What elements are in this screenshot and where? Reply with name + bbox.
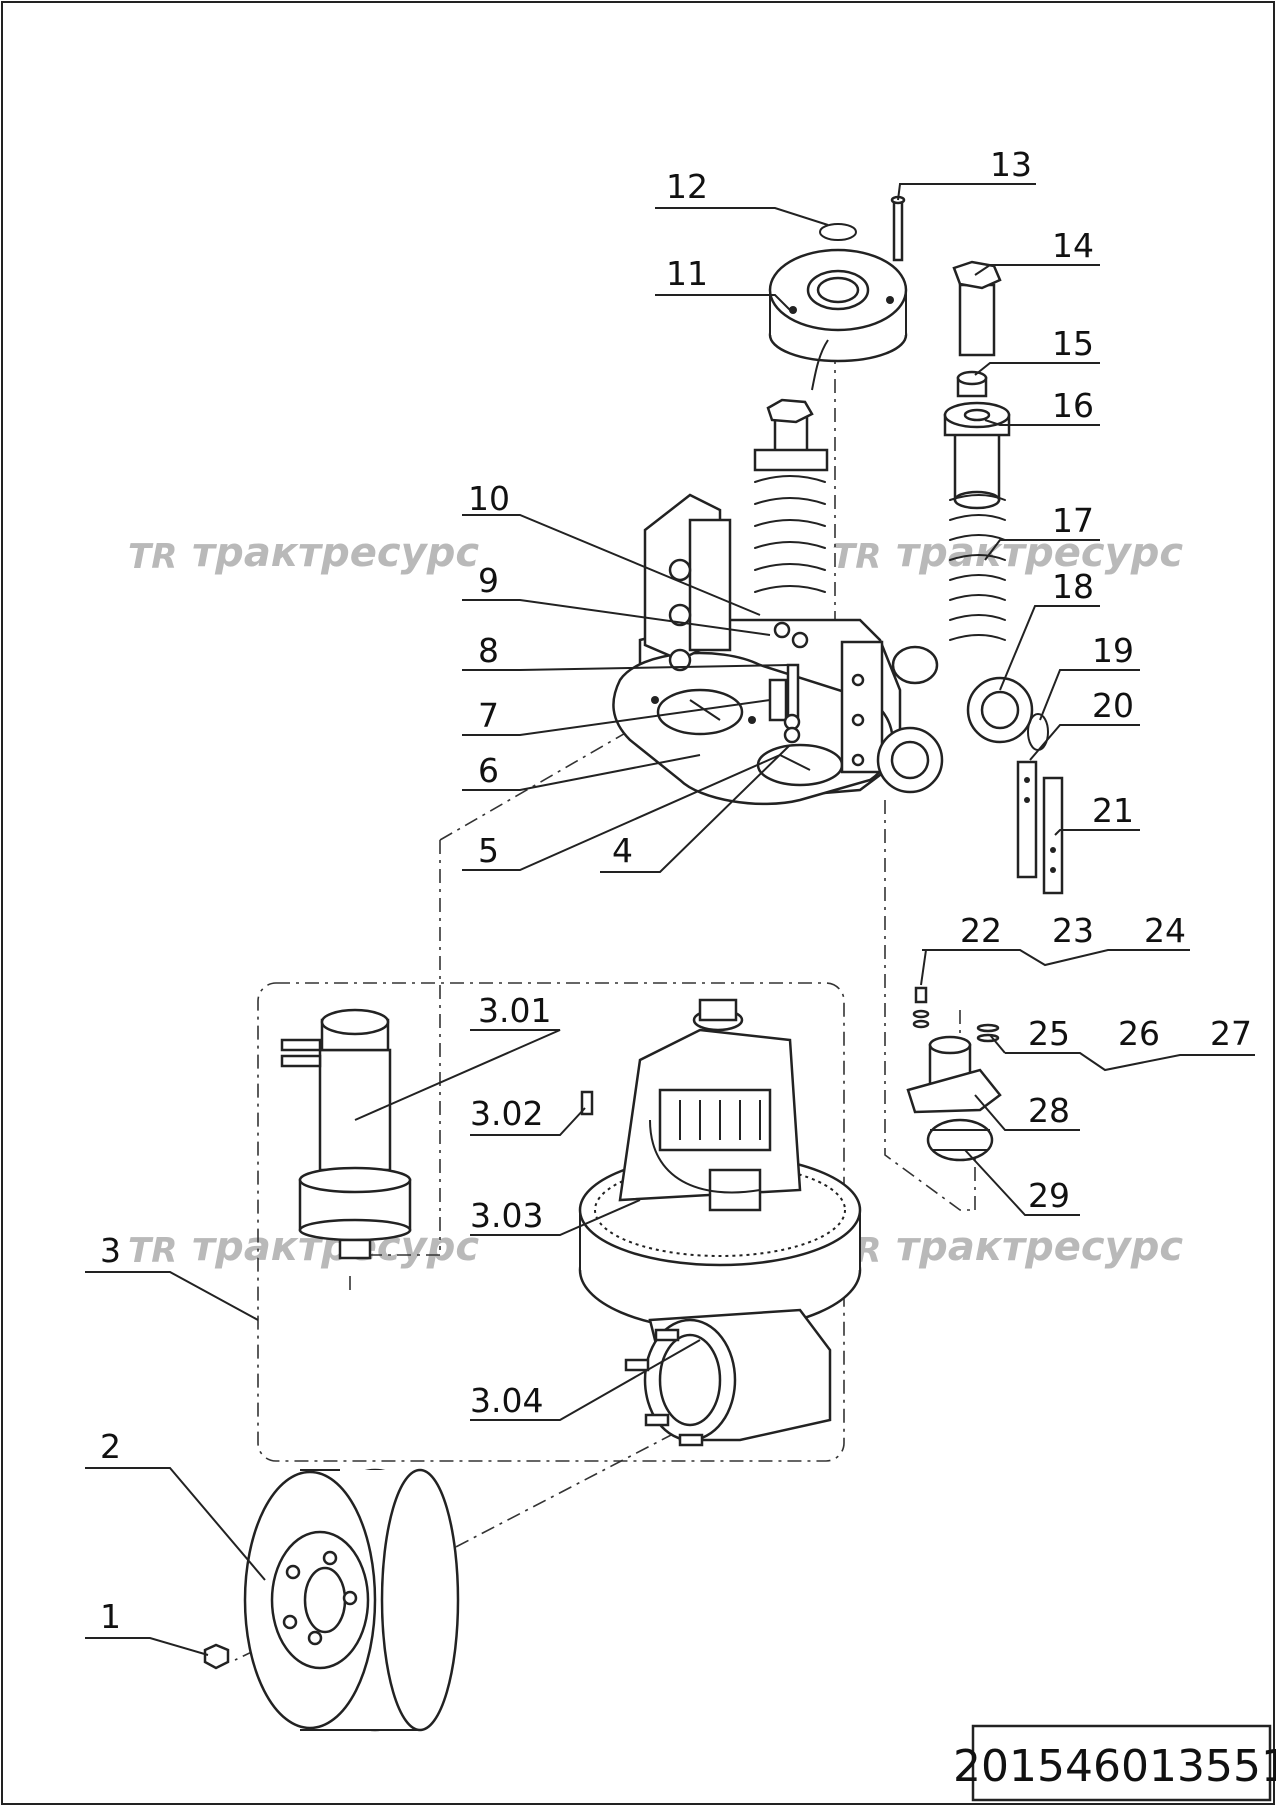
callout-3-01: 3.01: [478, 991, 551, 1030]
callout-29: 29: [1028, 1176, 1070, 1215]
callout-20: 20: [1092, 686, 1134, 725]
callout-3-04: 3.04: [470, 1381, 543, 1420]
watermark-text: трактресурс: [896, 1224, 1183, 1270]
callout-19: 19: [1092, 631, 1134, 670]
callout-26: 26: [1118, 1014, 1160, 1053]
part-15-bushing: [956, 370, 988, 398]
part-17-coil-spring: [949, 494, 1006, 641]
leader-lines: [85, 183, 1255, 1656]
part-number-box: 201546013551: [953, 1724, 1276, 1802]
callout-24: 24: [1144, 911, 1186, 950]
callout-22: 22: [960, 911, 1002, 950]
callout-7: 7: [478, 696, 499, 735]
callout-8: 8: [478, 631, 499, 670]
callout-21: 21: [1092, 791, 1134, 830]
callout-3: 3: [100, 1231, 121, 1270]
callout-17: 17: [1052, 501, 1094, 540]
part-12-retaining-ring: [819, 223, 857, 241]
callout-27: 27: [1210, 1014, 1252, 1053]
callout-5: 5: [478, 831, 499, 870]
callout-3-03: 3.03: [470, 1196, 543, 1235]
callout-1: 1: [100, 1597, 121, 1636]
callout-28: 28: [1028, 1091, 1070, 1130]
part-3-04-gearbox: [624, 1308, 832, 1447]
callout-13: 13: [990, 145, 1032, 184]
watermark-bottom-right: ТR трактресурс: [832, 1224, 1183, 1271]
callout-labels: 12 13 11 14 15 16 10 17 9 18 8 19 7 20 6…: [100, 145, 1252, 1636]
subassembly-3-boundary: [257, 982, 845, 1462]
part-11-brake-disc: [768, 248, 908, 391]
part-3-03-motor-gear: [578, 998, 862, 1332]
callout-4: 4: [612, 831, 633, 870]
part-13-pin: [890, 195, 906, 262]
part-3-01-cylinder: [280, 1008, 412, 1260]
watermark-top-left: ТR трактресурс: [128, 530, 479, 577]
callout-6: 6: [478, 751, 499, 790]
part-3-02-key: [580, 1090, 594, 1116]
callout-23: 23: [1052, 911, 1094, 950]
callout-10: 10: [468, 479, 510, 518]
watermark-logo: ТR: [832, 537, 881, 577]
small-hardware-7-10: [768, 621, 809, 744]
center-spring-assembly: [753, 398, 829, 593]
callout-25: 25: [1028, 1014, 1070, 1053]
watermark-text: трактресурс: [896, 530, 1183, 576]
part-1-nut: [203, 1643, 230, 1670]
callout-18: 18: [1052, 567, 1094, 606]
part-2-wheel: [243, 1468, 460, 1732]
sensor-assembly-22-29: [906, 986, 1002, 1162]
callout-3-02: 3.02: [470, 1094, 543, 1133]
callout-15: 15: [1052, 324, 1094, 363]
watermark-text: трактресурс: [192, 530, 479, 576]
part-number: 201546013551: [953, 1741, 1276, 1792]
left-bracket: [643, 493, 732, 672]
parts-20-21-plates: [1016, 760, 1064, 895]
part-18-bearings: [840, 640, 1034, 794]
callout-12: 12: [666, 167, 708, 206]
callout-2: 2: [100, 1427, 121, 1466]
watermark-logo: ТR: [128, 1231, 177, 1271]
part-16-spring-cup: [943, 401, 1011, 510]
callout-11: 11: [666, 254, 708, 293]
watermark-logo: ТR: [128, 537, 177, 577]
callout-9: 9: [478, 561, 499, 600]
callout-14: 14: [1052, 226, 1094, 265]
part-14-bolt: [952, 260, 1002, 357]
part-19-ring: [1027, 713, 1049, 751]
callout-16: 16: [1052, 386, 1094, 425]
watermark-top-right: ТR трактресурс: [832, 530, 1183, 577]
